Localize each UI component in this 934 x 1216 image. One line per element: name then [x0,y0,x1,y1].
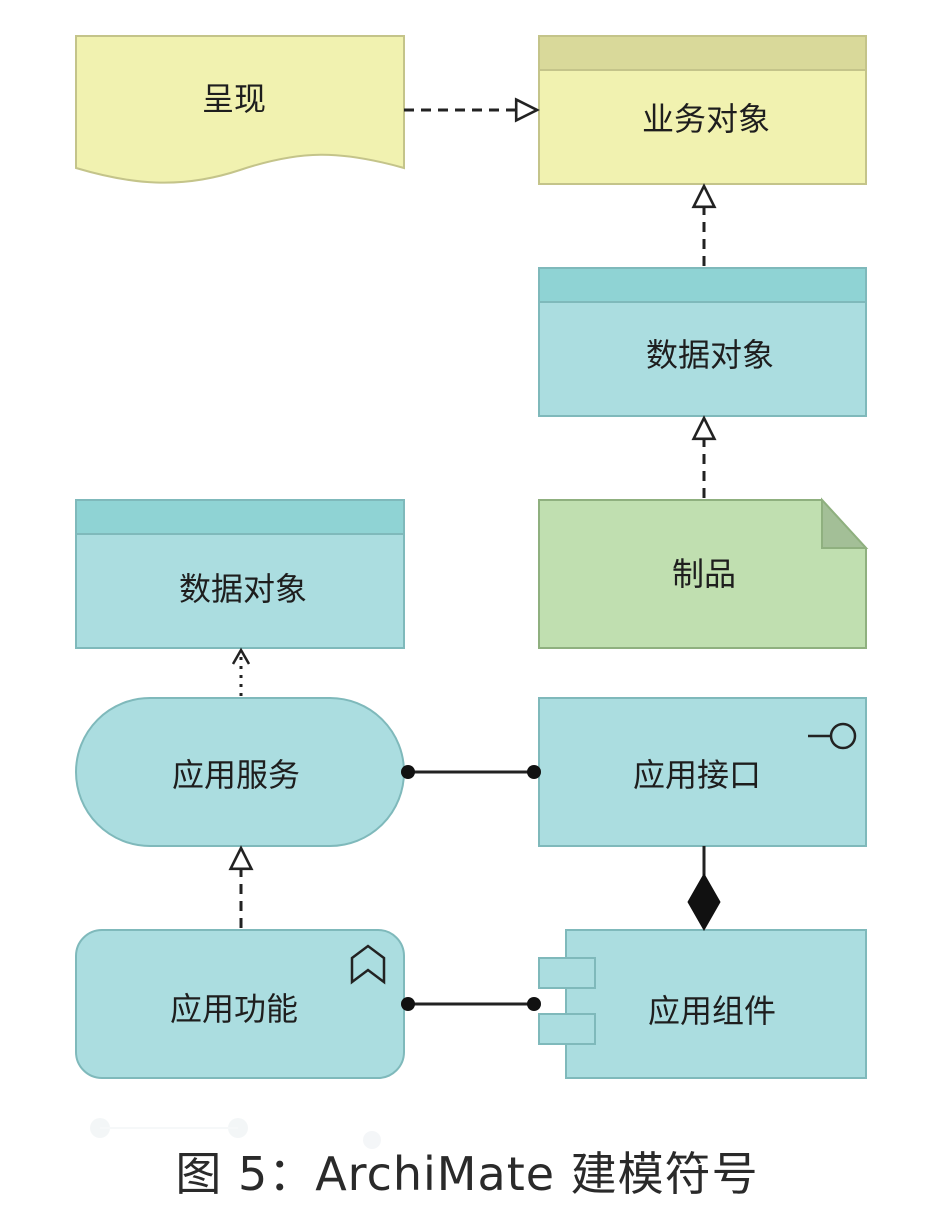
app-function-node[interactable]: 应用功能 [75,929,405,1079]
data-object-right-label: 数据对象 [646,336,774,374]
app-service-node[interactable]: 应用服务 [75,697,405,847]
function-chevron-icon [350,944,386,985]
artifact-label: 制品 [672,555,736,593]
presentation-node[interactable]: 呈现 [75,35,405,184]
business-object-header [538,35,867,71]
artifact-node[interactable]: 制品 [538,497,869,649]
business-object-node[interactable]: 业务对象 [538,35,867,185]
composition-component-interface [687,846,721,932]
app-component-label: 应用组件 [648,992,776,1030]
access-service-data-object [231,647,251,696]
app-component-node[interactable]: 应用组件 [538,929,867,1079]
interface-lollipop-icon [808,722,857,750]
business-object-label: 业务对象 [642,100,770,138]
artifact-fold-corner [821,497,869,549]
app-service-label: 应用服务 [172,756,300,794]
data-object-left-node[interactable]: 数据对象 [75,499,405,649]
app-interface-node[interactable]: 应用接口 [538,697,867,847]
data-object-left-label: 数据对象 [179,570,307,608]
data-object-left-header [75,499,405,535]
assignment-service-interface [401,765,541,779]
background-watermark [90,1118,381,1149]
presentation-label: 呈现 [202,80,266,118]
component-tab-bottom [538,1013,596,1045]
data-object-right-header [538,267,867,303]
data-object-right-node[interactable]: 数据对象 [538,267,867,417]
assignment-function-component [401,997,541,1011]
app-function-label: 应用功能 [170,990,298,1028]
app-interface-label: 应用接口 [633,756,761,794]
component-tab-top [538,957,596,989]
figure-caption: 图 5：ArchiMate 建模符号 [175,1147,759,1201]
